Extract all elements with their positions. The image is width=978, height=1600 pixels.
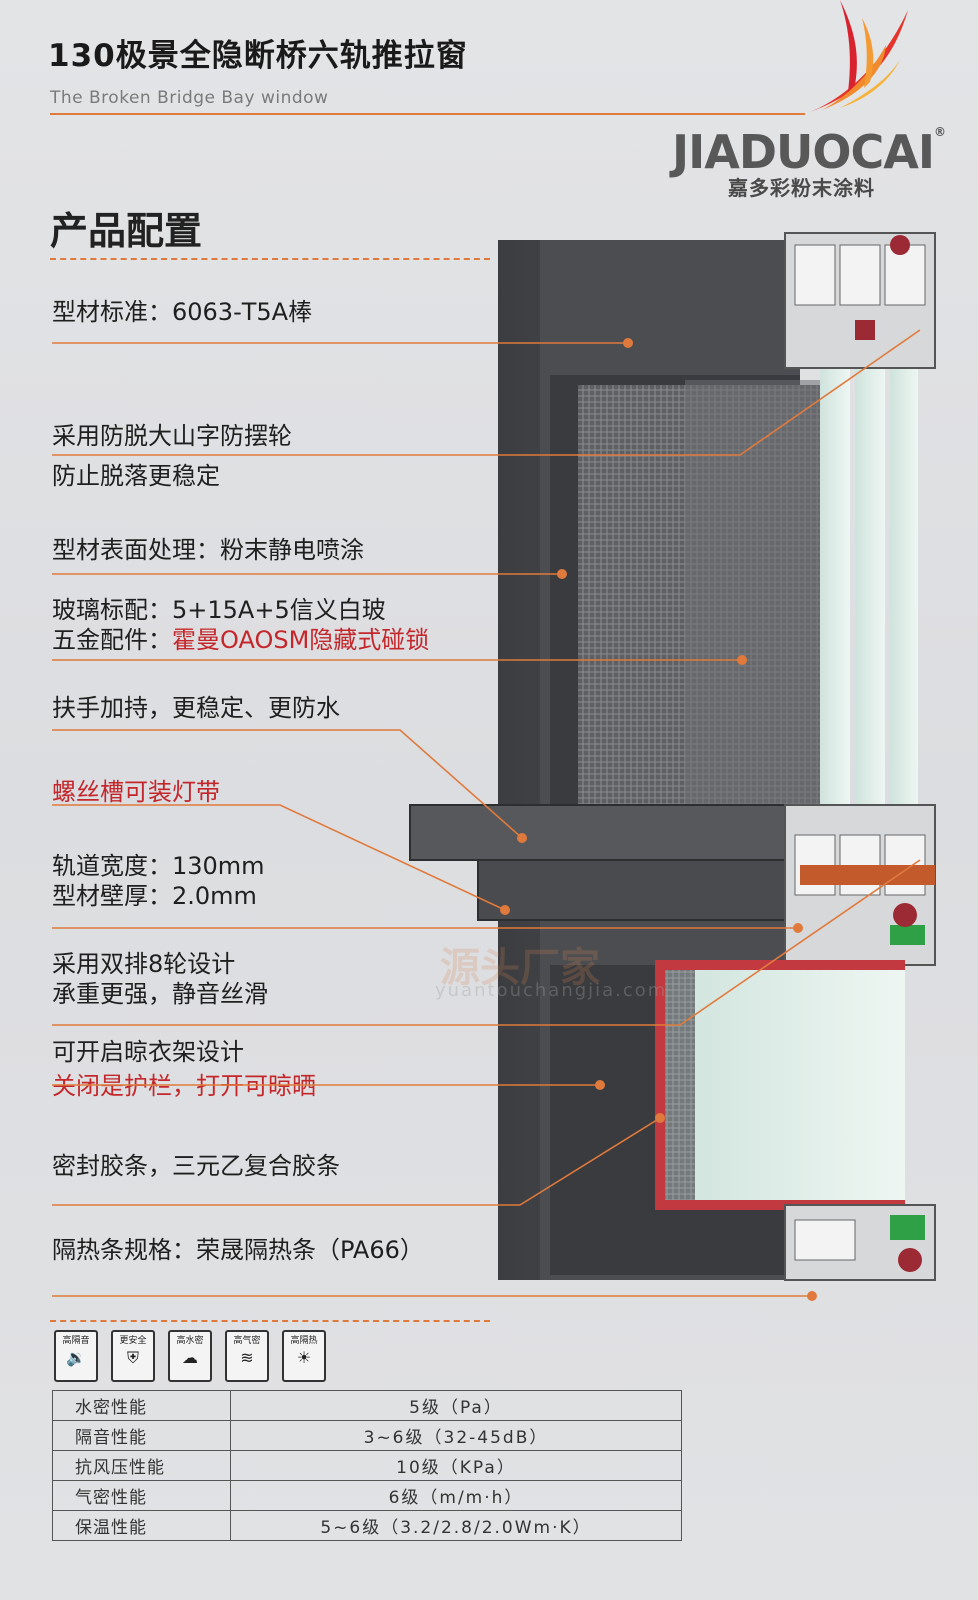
section-divider xyxy=(50,258,490,260)
feature-guardrail: 关闭是护栏，打开可晾晒 xyxy=(52,1072,316,1100)
icon-badge-safety: 更安全⛨ xyxy=(111,1330,155,1382)
spec-value: 3~6级（32-45dB） xyxy=(230,1420,682,1451)
spec-name: 隔音性能 xyxy=(52,1420,231,1451)
brand-name: JIADUOCAI® xyxy=(672,125,946,179)
spec-value: 10级（KPa） xyxy=(230,1450,682,1481)
feature-double-wheels: 采用双排8轮设计 xyxy=(52,950,236,978)
icon-badge-sound-insulation: 高隔音🔉 xyxy=(54,1330,98,1382)
feature-load-bearing: 承重更强，静音丝滑 xyxy=(52,980,268,1008)
feature-anti-drop-stable: 防止脱落更稳定 xyxy=(52,462,220,490)
feature-screw-groove: 螺丝槽可装灯带 xyxy=(52,778,220,806)
feature-track-width: 轨道宽度：130mm xyxy=(52,852,265,880)
feature-glass-standard: 玻璃标配：5+15A+5信义白玻 xyxy=(52,596,386,624)
feature-anti-drop-wheel: 采用防脱大山字防摆轮 xyxy=(52,422,292,450)
section-title: 产品配置 xyxy=(50,209,203,253)
watermark-en: yuantouchangjia.com xyxy=(435,980,668,1001)
feature-profile-standard: 型材标准：6063-T5A棒 xyxy=(52,298,313,326)
feature-thermal-strip: 隔热条规格：荣晟隔热条（PA66） xyxy=(52,1236,424,1264)
speaker-icon: 🔉 xyxy=(66,1348,86,1367)
spec-name: 保温性能 xyxy=(52,1510,231,1541)
feature-drying-rack: 可开启晾衣架设计 xyxy=(52,1038,244,1066)
feature-wall-thickness: 型材壁厚：2.0mm xyxy=(52,882,257,910)
shield-icon: ⛨ xyxy=(126,1348,139,1367)
spec-value: 5~6级（3.2/2.8/2.0Wm·K） xyxy=(230,1510,682,1541)
wind-icon: ≋ xyxy=(240,1348,254,1367)
icon-badge-water-tight: 高水密☁ xyxy=(168,1330,212,1382)
window-cross-section-illustration xyxy=(409,232,936,1281)
page-subtitle: The Broken Bridge Bay window xyxy=(50,88,329,108)
sun-heat-icon: ☀ xyxy=(296,1348,312,1367)
feature-handrail: 扶手加持，更稳定、更防水 xyxy=(52,694,340,722)
feature-seal-strip: 密封胶条，三元乙复合胶条 xyxy=(52,1152,340,1180)
spec-value: 6级（m/m·h） xyxy=(230,1480,682,1511)
icon-badge-heat-insulation: 高隔热☀ xyxy=(282,1330,326,1382)
spec-name: 抗风压性能 xyxy=(52,1450,231,1481)
icons-divider xyxy=(50,1320,490,1322)
title-underline xyxy=(50,113,805,115)
spec-value: 5级（Pa） xyxy=(230,1390,682,1421)
feature-surface-treatment: 型材表面处理：粉末静电喷涂 xyxy=(52,536,364,564)
watermark-cn: 源头厂家 xyxy=(440,945,600,991)
spec-name: 水密性能 xyxy=(52,1390,231,1421)
brand-tagline: 嘉多彩粉末涂料 xyxy=(728,176,875,200)
rain-cloud-icon: ☁ xyxy=(182,1348,198,1367)
brand-wing-logo-icon xyxy=(810,0,908,112)
icon-badge-air-tight: 高气密≋ xyxy=(225,1330,269,1382)
spec-name: 气密性能 xyxy=(52,1480,231,1511)
feature-hardware: 五金配件：霍曼OAOSM隐藏式碰锁 xyxy=(52,626,430,654)
page-title: 130极景全隐断桥六轨推拉窗 xyxy=(48,38,468,74)
feature-hardware-highlight: 霍曼OAOSM隐藏式碰锁 xyxy=(172,626,430,654)
